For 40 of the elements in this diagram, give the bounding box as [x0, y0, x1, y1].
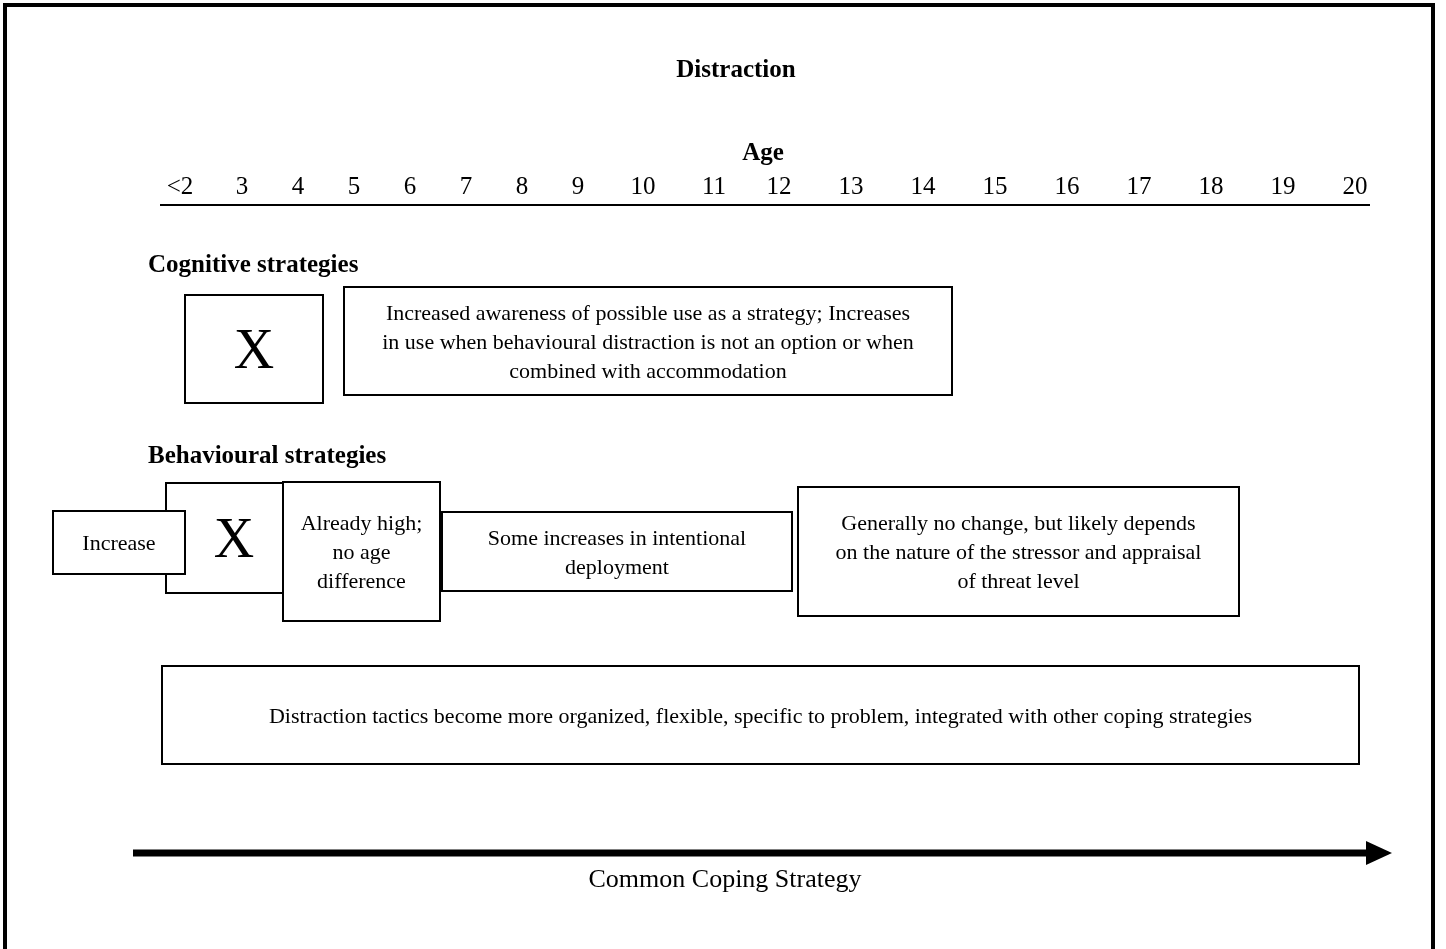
axis-caption: Common Coping Strategy — [588, 864, 862, 894]
age-tick-label: 5 — [347, 172, 361, 200]
age-tick-label: 15 — [982, 172, 1008, 200]
age-tick-label: 7 — [459, 172, 473, 200]
text-box — [441, 511, 793, 592]
age-tick-label: <2 — [166, 172, 194, 200]
text-box — [52, 510, 186, 575]
age-tick-label: 14 — [910, 172, 936, 200]
x-mark: X — [213, 508, 255, 568]
age-tick-label: 6 — [403, 172, 417, 200]
box-text: Some increases in intentional deployment — [486, 523, 748, 581]
box-text: Already high; no age difference — [299, 509, 424, 595]
age-tick-label: 10 — [630, 172, 656, 200]
box-text: Distraction tactics become more organized, flexible, specific to problem, integrated with other coping strategies — [268, 701, 1253, 730]
box-text: Increased awareness of possible use as a strategy; Increases in use when behavioural distraction is not an option or when combined with accommodation — [381, 298, 915, 385]
age-tick-label: 4 — [291, 172, 305, 200]
age-tick-label: 11 — [701, 172, 727, 200]
box-text: Generally no change, but likely depends on the nature of the stressor and appraisal of threat level — [834, 509, 1203, 595]
marker-box — [186, 482, 282, 594]
diagram-title: Distraction — [675, 55, 797, 83]
marker-box — [184, 294, 324, 404]
text-box — [343, 286, 953, 396]
age-tick-label: 19 — [1270, 172, 1296, 200]
age-tick-label: 13 — [838, 172, 864, 200]
age-tick-label: 12 — [766, 172, 792, 200]
box-text: Increase — [82, 529, 156, 557]
age-tick-label: 17 — [1126, 172, 1152, 200]
text-box — [282, 481, 441, 622]
text-box — [161, 665, 1360, 765]
age-tick-label: 3 — [235, 172, 249, 200]
age-tick-label: 8 — [515, 172, 529, 200]
age-tick-label: 16 — [1054, 172, 1080, 200]
x-mark: X — [233, 319, 275, 379]
text-box — [797, 486, 1240, 617]
section-heading: Cognitive strategies — [148, 250, 359, 278]
axis-title: Age — [742, 138, 784, 166]
age-tick-label: 18 — [1198, 172, 1224, 200]
age-tick-label: 20 — [1342, 172, 1368, 200]
section-heading: Behavioural strategies — [148, 441, 387, 469]
age-tick-label: 9 — [571, 172, 585, 200]
